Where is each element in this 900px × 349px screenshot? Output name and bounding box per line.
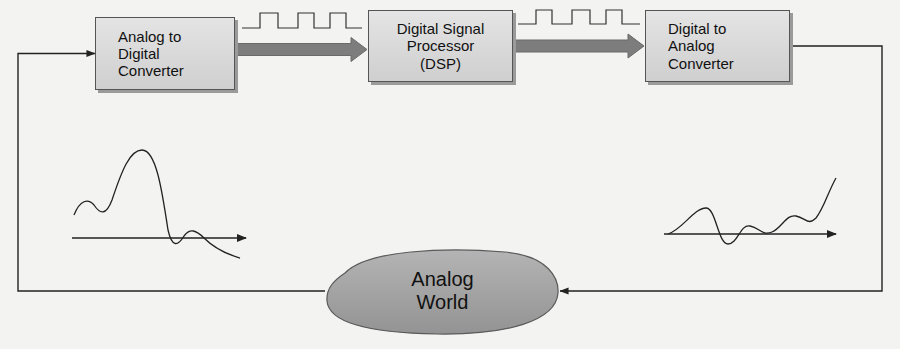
time-axis: [664, 233, 836, 234]
converter-box: Analog to Digital Converter: [95, 17, 235, 90]
signal-arrow: [514, 34, 644, 58]
processor-box: Digital Signal Processor (DSP): [368, 10, 513, 82]
world-blob: Analog World: [325, 245, 560, 337]
pulse-train: [518, 10, 640, 24]
pulse-train: [242, 13, 362, 28]
region-label: Analog World: [388, 268, 498, 314]
time-axis: [72, 237, 246, 238]
signal-arrow: [236, 38, 367, 62]
box-label: Digital Signal Processor (DSP): [386, 20, 496, 72]
analog-waveform: [668, 178, 836, 244]
box-label: Digital to Analog Converter: [668, 20, 763, 72]
box-label: Analog to Digital Converter: [118, 28, 213, 80]
converter-box: Digital to Analog Converter: [645, 10, 790, 82]
blob-shape: [327, 250, 558, 334]
feedback-line: [560, 46, 882, 291]
analog-waveform: [74, 150, 240, 258]
